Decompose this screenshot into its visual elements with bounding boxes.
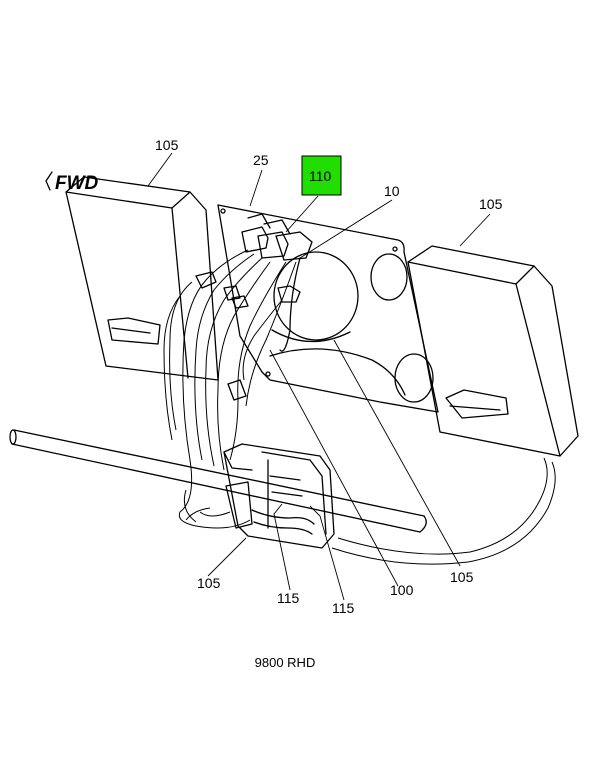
mounting-plate <box>217 204 439 413</box>
lower-module <box>223 443 335 549</box>
callout-100: 100 <box>390 582 414 598</box>
fwd-arrow-icon: FWD <box>45 171 99 194</box>
callout-110-highlight <box>301 155 342 196</box>
callout-115-left: 115 <box>277 590 300 606</box>
callout-25: 25 <box>253 152 269 168</box>
conduit-loop <box>183 457 556 565</box>
conduit-tube <box>9 429 427 533</box>
callout-105-top-left: 105 <box>155 137 179 153</box>
callout-105-bottom-left: 105 <box>197 575 221 591</box>
callout-110: 110 <box>309 168 332 184</box>
leader-lines <box>147 152 491 601</box>
left-housing-box <box>65 176 219 381</box>
top-connectors <box>241 213 313 261</box>
diagram-caption: 9800 RHD <box>254 655 316 670</box>
wire-harness <box>163 249 301 529</box>
callout-115-right: 115 <box>332 600 355 616</box>
callout-labels: 105 25 110 10 105 105 115 115 100 105 <box>155 137 503 616</box>
callout-10: 10 <box>384 183 400 199</box>
right-housing-box <box>407 245 579 457</box>
callout-105-top-right: 105 <box>479 196 503 212</box>
callout-105-bottom-right: 105 <box>450 569 474 585</box>
round-component <box>269 251 406 396</box>
